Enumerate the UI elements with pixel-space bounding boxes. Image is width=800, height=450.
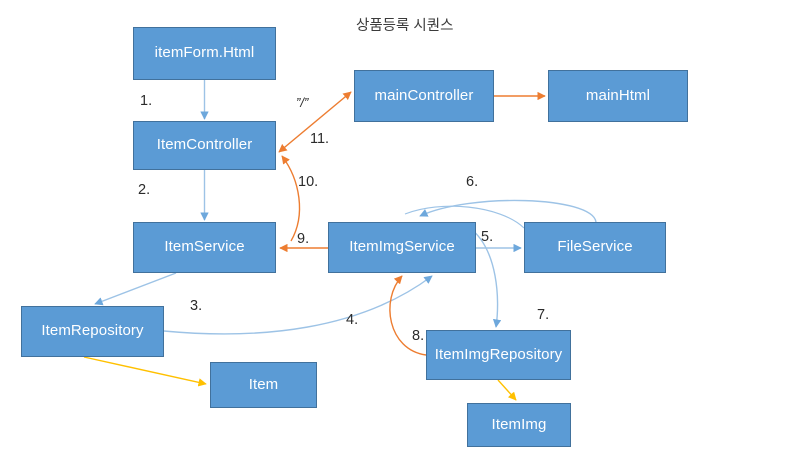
node-label: ItemImg [491,415,547,433]
step-label-7: 7. [537,307,550,323]
node-fileService[interactable]: FileService [524,222,666,273]
edge-itemService-to-itemRepository [94,272,177,306]
node-label: ItemService [164,238,245,256]
node-label: mainHtml [585,86,651,104]
node-itemController[interactable]: ItemController [133,121,276,170]
node-label: FileService [557,238,633,256]
node-label: ItemImgService [349,238,455,256]
node-label: ItemRepository [41,322,144,340]
step-label-6: 6. [466,174,479,190]
edge-itemRepository-to-item [83,356,207,387]
node-itemImgRepository[interactable]: ItemImgRepository [426,330,571,380]
node-item[interactable]: Item [210,362,317,408]
edge-itemRepository-to-itemImgService [163,275,433,335]
step-label-8: 8. [412,328,425,344]
edge-fileService-to-itemImgService [419,199,597,223]
step-label-3: 3. [190,298,203,314]
node-label: ItemImgRepository [434,345,563,363]
step-label-9: 9. [297,231,310,247]
step-label-10: 10. [298,174,319,190]
node-itemImg[interactable]: ItemImg [467,403,571,447]
node-label: itemForm.Html [154,44,255,62]
node-label: ItemController [156,136,253,154]
node-itemRepository[interactable]: ItemRepository [21,306,164,357]
node-itemService[interactable]: ItemService [133,222,276,273]
node-itemFormHtml[interactable]: itemForm.Html [133,27,276,80]
node-label: mainController [374,86,474,104]
step-label-11: 11. [310,131,330,147]
node-mainController[interactable]: mainController [354,70,494,122]
edge-itemService-to-itemController [281,155,301,242]
node-itemImgService[interactable]: ItemImgService [328,222,476,273]
step-label-4: 4. [346,312,359,328]
step-label-5: 5. [481,229,494,245]
node-mainHtml[interactable]: mainHtml [548,70,688,122]
edge-itemImgRepository-to-itemImg [497,379,517,401]
diagram-title: 상품등록 시퀀스 [356,18,454,34]
step-label-2: 2. [138,182,151,198]
route-label-root: ”/” [296,95,309,110]
step-label-1: 1. [140,93,153,109]
node-label: Item [248,375,279,393]
